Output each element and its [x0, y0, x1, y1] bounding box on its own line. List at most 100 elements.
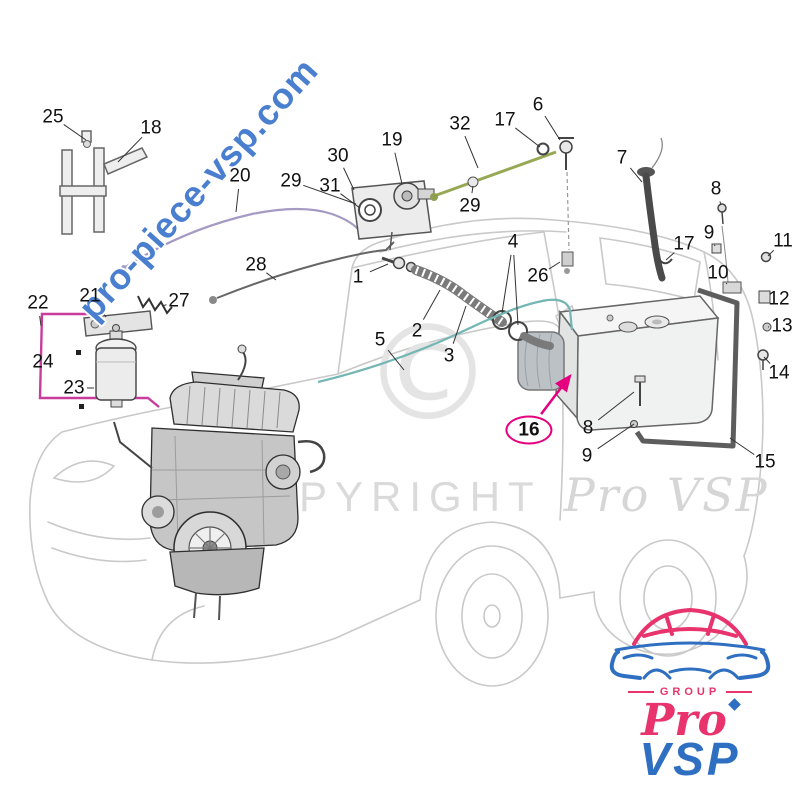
leader-line-2	[422, 289, 441, 320]
fuel-filter-assembly	[76, 295, 173, 409]
copyright-symbol-watermark: ©	[362, 297, 494, 451]
callout-25: 25	[42, 106, 64, 128]
callout-8: 8	[582, 417, 594, 439]
callout-15: 15	[754, 451, 776, 473]
callout-13: 13	[771, 315, 793, 337]
callout-1: 1	[352, 266, 364, 288]
logo-dot-icon	[727, 698, 741, 711]
fuel-line-32	[430, 150, 557, 201]
leader-line-9	[597, 423, 635, 450]
callout-9: 9	[703, 222, 715, 244]
leader-line-31	[340, 193, 361, 209]
leader-line-7	[629, 167, 643, 183]
hose-assembly	[381, 256, 554, 350]
callout-5: 5	[374, 329, 386, 351]
leader-line-9	[713, 244, 716, 247]
logo-pro-text: Pro	[641, 695, 727, 747]
callout-29: 29	[459, 195, 481, 217]
callout-8: 8	[710, 178, 722, 200]
leader-line-1	[369, 263, 389, 273]
fuel-line-28	[209, 241, 395, 304]
leader-line-20	[235, 188, 240, 213]
callout-21: 21	[79, 285, 101, 307]
leader-line-30	[343, 167, 355, 191]
leader-line-26	[548, 261, 561, 270]
leader-line-3	[452, 305, 467, 344]
callout-23: 23	[63, 377, 85, 399]
callout-32: 32	[449, 113, 471, 135]
leader-line-17	[514, 127, 541, 148]
callout-30: 30	[327, 145, 349, 167]
leader-line-28	[266, 272, 277, 281]
logo-group-line-right	[726, 691, 753, 694]
callout-17: 17	[673, 233, 695, 255]
leader-line-22	[39, 315, 42, 327]
leader-line-29	[303, 184, 357, 205]
fuel-line-20	[121, 207, 361, 271]
callout-4: 4	[507, 231, 519, 253]
callout-6: 6	[532, 94, 544, 116]
leader-line-8	[597, 391, 635, 421]
callout-18: 18	[140, 117, 162, 139]
callout-12: 12	[768, 288, 790, 310]
leader-line-16	[540, 374, 572, 415]
leader-line-4	[501, 254, 512, 314]
leader-line-15	[729, 437, 755, 456]
callout-9: 9	[581, 445, 593, 467]
pump-assembly	[351, 180, 435, 251]
callout-11: 11	[773, 230, 793, 252]
callout-2: 2	[411, 320, 423, 342]
leader-line-8	[719, 201, 722, 206]
leader-line-25	[63, 124, 87, 141]
callout-3: 3	[443, 345, 455, 367]
tank-strap-15	[634, 287, 740, 449]
fuel-line-22-24	[38, 312, 160, 408]
callout-22: 22	[27, 292, 49, 314]
leader-line-6	[544, 115, 561, 141]
logo-car-icon	[609, 608, 771, 681]
leader-line-11	[767, 249, 775, 257]
callout-17: 17	[494, 109, 516, 131]
leader-line-18	[117, 136, 143, 163]
leader-line-4	[513, 254, 519, 326]
callout-29: 29	[280, 170, 302, 192]
callout-24: 24	[32, 351, 54, 373]
callout-20: 20	[229, 165, 251, 187]
leader-lines	[39, 115, 775, 456]
valve-6-and-sensor-26	[558, 137, 574, 274]
provsp-logo: GROUP Pro VSP	[592, 602, 788, 785]
callout-31: 31	[319, 175, 341, 197]
callout-10: 10	[707, 262, 729, 284]
logo-group-line-left	[627, 691, 654, 694]
leader-line-32	[464, 135, 479, 169]
mount-bracket	[59, 130, 149, 235]
leader-line-14	[763, 356, 771, 364]
logo-group-row: GROUP	[592, 686, 788, 698]
copyright-brand-script: Pro VSP	[563, 468, 769, 522]
leader-line-19	[394, 152, 403, 185]
callout-14: 14	[768, 362, 790, 384]
logo-group-text: GROUP	[659, 686, 721, 699]
leader-line-5	[387, 349, 405, 371]
callout-27: 27	[168, 290, 190, 312]
callout-19: 19	[381, 129, 403, 151]
filler-neck-7	[637, 137, 666, 282]
leader-line-27	[161, 304, 167, 307]
leader-line-21	[97, 306, 107, 318]
logo-pro-row: Pro	[592, 698, 788, 743]
fuel-tank	[517, 295, 720, 431]
right-fasteners	[657, 203, 772, 370]
callout-28: 28	[245, 254, 267, 276]
leader-line-10	[725, 282, 728, 285]
callout-16: 16	[505, 415, 553, 445]
leader-line-17	[665, 252, 675, 261]
callout-26: 26	[527, 265, 549, 287]
leader-line-29	[471, 185, 474, 194]
logo-vsp-text: VSP	[639, 732, 741, 785]
fuel-line-5	[317, 298, 574, 384]
engine	[113, 344, 326, 621]
